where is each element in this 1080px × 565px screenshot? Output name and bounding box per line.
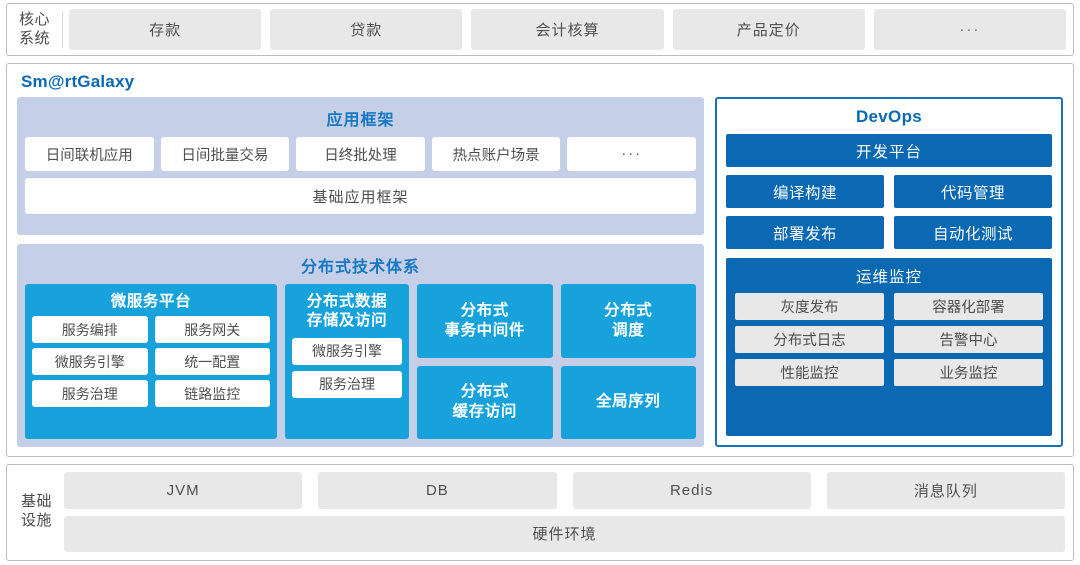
ms-item-gateway[interactable]: 服务网关 <box>154 316 270 344</box>
devops-panel: DevOps 开发平台 编译构建 代码管理 部署发布 自动化测试 运维监控 灰度… <box>715 97 1063 447</box>
devops-row-1: 编译构建 代码管理 <box>726 175 1052 208</box>
infrastructure-label-line2: 设施 <box>20 512 52 529</box>
core-system-item-accounting[interactable]: 会计核算 <box>471 9 664 50</box>
ms-item-governance[interactable]: 服务治理 <box>32 380 148 408</box>
ops-item-gray-release[interactable]: 灰度发布 <box>735 293 884 320</box>
distributed-scheduling-card[interactable]: 分布式 调度 <box>560 284 696 358</box>
ops-monitoring-panel: 运维监控 灰度发布 容器化部署 分布式日志 告警中心 性能监控 业务监控 <box>726 258 1052 436</box>
distributed-right-stack: 分布式 调度 全局序列 <box>560 284 696 439</box>
core-systems-panel: 核心 系统 存款 贷款 会计核算 产品定价 ··· <box>6 3 1074 56</box>
distributed-transaction-line2: 事务中间件 <box>444 321 525 339</box>
application-framework-items: 日间联机应用 日间批量交易 日终批处理 热点账户场景 ··· <box>25 137 696 171</box>
application-framework-title: 应用框架 <box>326 112 395 129</box>
core-systems-label-line2: 系统 <box>18 29 50 47</box>
smartgalaxy-panel: Sm@rtGalaxy 应用框架 日间联机应用 日间批量交易 日终批处理 热点账… <box>6 63 1074 457</box>
app-item-hot-account[interactable]: 热点账户场景 <box>431 137 561 171</box>
smartgalaxy-title: Sm@rtGalaxy <box>21 72 135 91</box>
infrastructure-items: JVM DB Redis 消息队列 <box>64 472 1065 509</box>
ops-item-distributed-log[interactable]: 分布式日志 <box>735 326 884 353</box>
distributed-transaction-card[interactable]: 分布式 事务中间件 <box>417 284 553 358</box>
devops-title: DevOps <box>855 107 923 126</box>
infra-item-jvm[interactable]: JVM <box>64 472 303 509</box>
ops-item-performance-monitor[interactable]: 性能监控 <box>735 359 884 386</box>
infrastructure-content: JVM DB Redis 消息队列 硬件环境 <box>64 472 1065 552</box>
infrastructure-panel: 基础 设施 JVM DB Redis 消息队列 硬件环境 <box>6 464 1074 561</box>
ops-item-alert-center[interactable]: 告警中心 <box>894 326 1043 353</box>
smartgalaxy-body: 应用框架 日间联机应用 日间批量交易 日终批处理 热点账户场景 ··· 基础应用… <box>17 97 1063 447</box>
storage-item-governance[interactable]: 服务治理 <box>292 370 402 398</box>
infra-item-hardware[interactable]: 硬件环境 <box>64 515 1065 552</box>
application-framework-panel: 应用框架 日间联机应用 日间批量交易 日终批处理 热点账户场景 ··· 基础应用… <box>17 97 704 235</box>
devops-dev-platform[interactable]: 开发平台 <box>726 134 1052 167</box>
microservice-platform-card[interactable]: 微服务平台 服务编排 服务网关 微服务引擎 统一配置 服务治理 链路监控 <box>25 284 277 439</box>
app-item-more[interactable]: ··· <box>567 137 696 171</box>
infra-item-db[interactable]: DB <box>318 472 557 509</box>
app-item-daytime-online[interactable]: 日间联机应用 <box>25 137 154 171</box>
distributed-storage-title-line1: 分布式数据 <box>306 293 388 310</box>
distributed-tech-panel: 分布式技术体系 微服务平台 服务编排 服务网关 微服务引擎 统一配置 服务治理 … <box>17 244 704 447</box>
devops-item-code-management[interactable]: 代码管理 <box>894 175 1052 208</box>
distributed-cache-card[interactable]: 分布式 缓存访问 <box>417 365 553 439</box>
core-system-item-deposit[interactable]: 存款 <box>69 9 262 50</box>
devops-item-deploy-release[interactable]: 部署发布 <box>726 216 884 249</box>
distributed-middle-stack: 分布式 事务中间件 分布式 缓存访问 <box>417 284 553 439</box>
core-systems-divider <box>62 11 63 48</box>
ops-monitoring-title: 运维监控 <box>855 269 922 286</box>
core-system-item-pricing[interactable]: 产品定价 <box>672 9 865 50</box>
distributed-tech-columns: 微服务平台 服务编排 服务网关 微服务引擎 统一配置 服务治理 链路监控 <box>25 284 696 439</box>
app-item-eod-batch[interactable]: 日终批处理 <box>296 137 425 171</box>
microservice-platform-title: 微服务平台 <box>110 293 192 310</box>
distributed-storage-items: 微服务引擎 服务治理 <box>292 336 402 432</box>
microservice-platform-items: 服务编排 服务网关 微服务引擎 统一配置 服务治理 链路监控 <box>32 316 270 432</box>
distributed-scheduling-line2: 调度 <box>612 321 645 339</box>
core-system-item-more[interactable]: ··· <box>873 9 1067 50</box>
devops-item-automated-test[interactable]: 自动化测试 <box>894 216 1052 249</box>
infrastructure-label-line1: 基础 <box>20 493 52 511</box>
ms-item-unified-config[interactable]: 统一配置 <box>154 348 270 376</box>
smartgalaxy-left-column: 应用框架 日间联机应用 日间批量交易 日终批处理 热点账户场景 ··· 基础应用… <box>17 97 704 447</box>
distributed-cache-line1: 分布式 <box>460 383 509 401</box>
distributed-cache-line2: 缓存访问 <box>452 403 517 421</box>
distributed-storage-title-line2: 存储及访问 <box>306 312 388 330</box>
distributed-storage-card[interactable]: 分布式数据 存储及访问 微服务引擎 服务治理 <box>285 284 409 439</box>
ops-item-business-monitor[interactable]: 业务监控 <box>894 359 1043 386</box>
global-sequence-line1: 全局序列 <box>596 393 661 411</box>
ms-item-orchestration[interactable]: 服务编排 <box>32 316 148 344</box>
distributed-scheduling-line1: 分布式 <box>604 301 653 319</box>
core-systems-label-line1: 核心 <box>18 10 50 28</box>
storage-item-engine[interactable]: 微服务引擎 <box>292 337 402 365</box>
devops-row-2: 部署发布 自动化测试 <box>726 216 1052 249</box>
distributed-tech-title: 分布式技术体系 <box>300 259 420 276</box>
base-application-framework[interactable]: 基础应用框架 <box>25 178 696 214</box>
app-item-daytime-batch[interactable]: 日间批量交易 <box>160 137 290 171</box>
infrastructure-label: 基础 设施 <box>9 472 64 552</box>
infrastructure-hardware-row: 硬件环境 <box>64 515 1065 552</box>
distributed-storage-title: 分布式数据 存储及访问 <box>292 289 402 336</box>
core-systems-label: 核心 系统 <box>7 9 62 50</box>
core-systems-items: 存款 贷款 会计核算 产品定价 ··· <box>69 9 1068 50</box>
infra-item-redis[interactable]: Redis <box>572 472 811 509</box>
devops-item-build[interactable]: 编译构建 <box>726 175 884 208</box>
infra-item-message-queue[interactable]: 消息队列 <box>826 472 1065 509</box>
ms-item-engine[interactable]: 微服务引擎 <box>32 348 148 376</box>
distributed-transaction-line1: 分布式 <box>460 301 509 319</box>
ms-item-trace-monitor[interactable]: 链路监控 <box>154 380 270 408</box>
core-system-item-loan[interactable]: 贷款 <box>270 9 463 50</box>
global-sequence-card[interactable]: 全局序列 <box>560 365 696 439</box>
ops-item-containerized-deploy[interactable]: 容器化部署 <box>894 293 1043 320</box>
ops-monitoring-items: 灰度发布 容器化部署 分布式日志 告警中心 性能监控 业务监控 <box>735 293 1043 427</box>
